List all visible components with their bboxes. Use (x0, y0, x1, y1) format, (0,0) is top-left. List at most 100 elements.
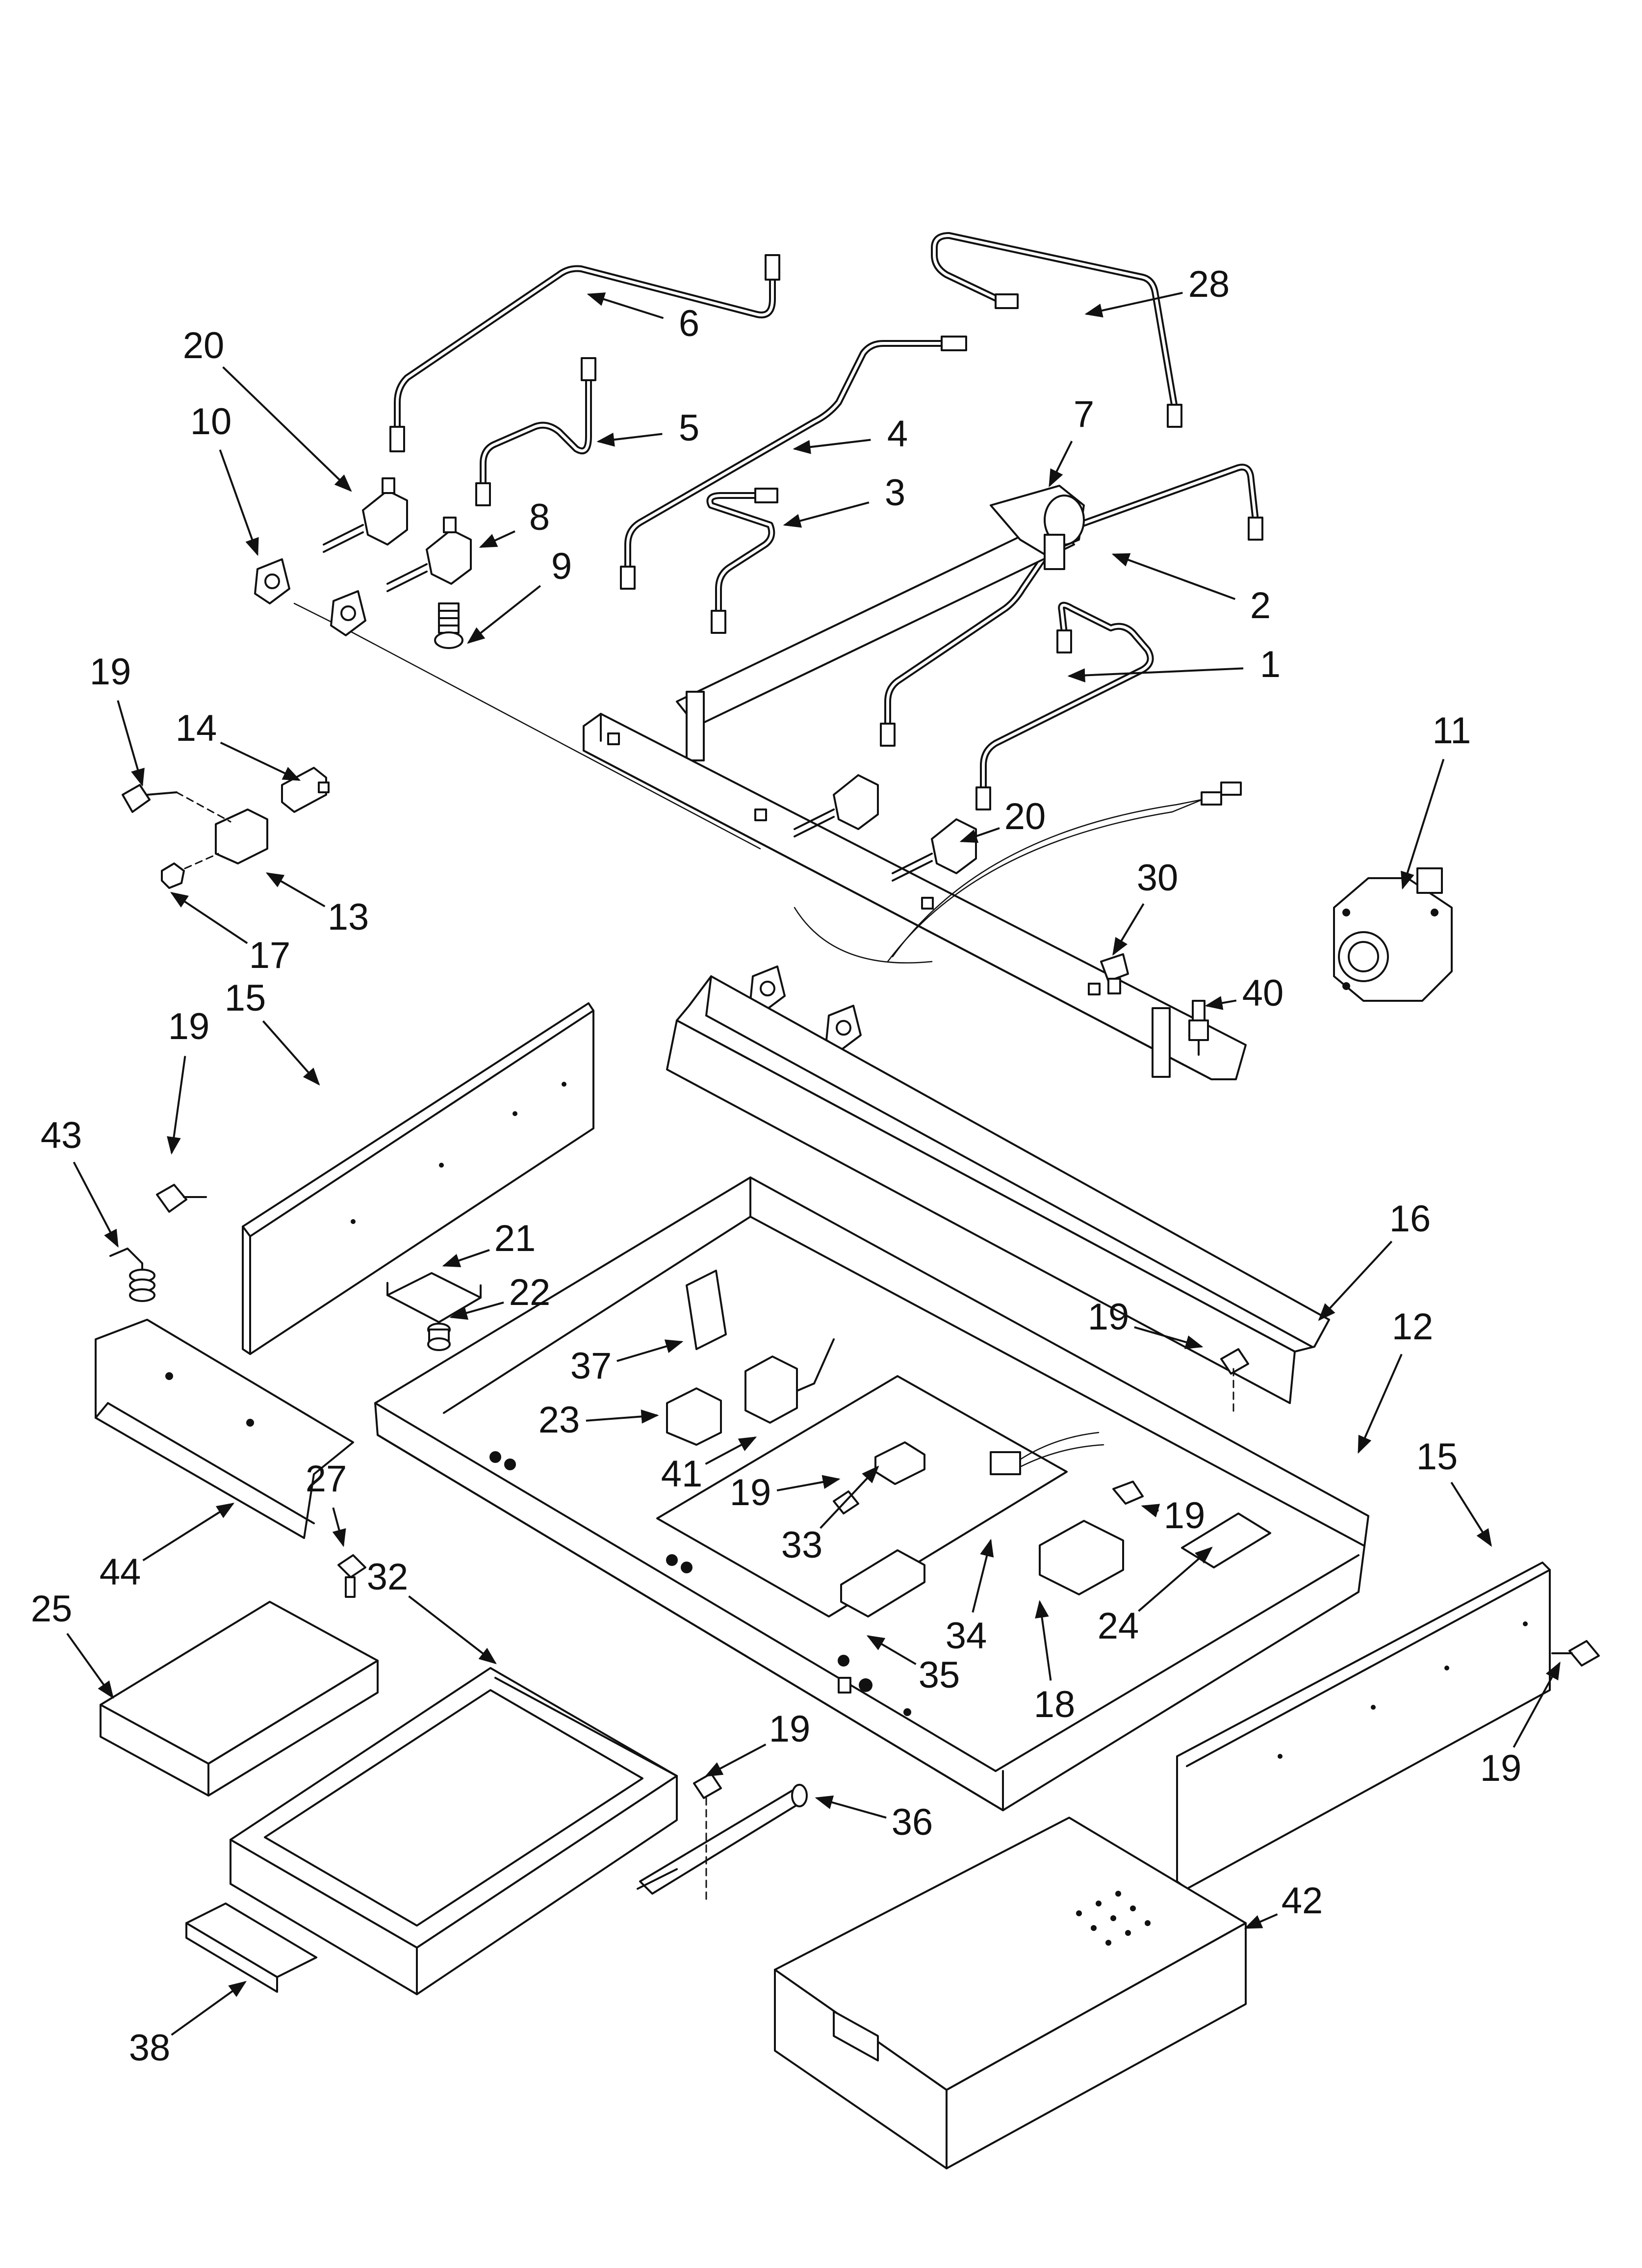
leader-arrow-38 (171, 1981, 247, 2036)
callout-label-35: 35 (919, 1654, 960, 1696)
callout-label-22: 22 (509, 1272, 551, 1313)
leader-arrow-8 (479, 530, 515, 548)
leader-arrow-24 (1138, 1546, 1213, 1612)
callout-label-12: 12 (1392, 1306, 1434, 1348)
callout-label-19: 19 (769, 1708, 811, 1750)
leader-arrow-15 (262, 1020, 320, 1086)
leader-arrow-23 (586, 1409, 659, 1424)
callout-label-10: 10 (190, 401, 232, 443)
screw-part-19-panel (156, 1184, 207, 1213)
callout-label-6: 6 (679, 303, 699, 344)
valve-rail (583, 713, 1247, 1080)
leader-arrow-2 (1111, 553, 1236, 600)
screw-part-19-right (1551, 1640, 1600, 1667)
leader-arrow-6 (587, 292, 664, 319)
leader-arrow-4 (793, 439, 871, 454)
leader-arrow-20 (222, 366, 352, 492)
callout-label-14: 14 (176, 707, 217, 749)
leader-arrow-40 (1205, 996, 1237, 1010)
bracket-part-13 (173, 791, 268, 874)
leader-arrow-20 (959, 827, 1000, 843)
callout-label-8: 8 (529, 496, 550, 538)
thermocouple-wire (293, 602, 761, 850)
callout-label-15: 15 (1416, 1436, 1458, 1478)
callout-label-19: 19 (1088, 1296, 1129, 1338)
callout-label-38: 38 (129, 2027, 171, 2069)
tube-part-3 (706, 488, 778, 634)
callout-label-17: 17 (249, 935, 291, 976)
screw-part-19-left (122, 784, 178, 813)
wire-harness (794, 782, 1242, 964)
callout-label-5: 5 (679, 407, 699, 449)
leader-arrow-22 (449, 1301, 504, 1320)
callout-label-4: 4 (887, 413, 908, 455)
callout-label-25: 25 (31, 1588, 73, 1630)
igniter-switch-part-10 (254, 558, 862, 1051)
spark-electrode-part-40 (1188, 1000, 1209, 1056)
callout-label-33: 33 (781, 1524, 823, 1566)
tube-part-2 (880, 464, 1263, 747)
tube-part-5 (475, 357, 596, 506)
callout-label-37: 37 (570, 1345, 612, 1387)
handle-part-38 (185, 1903, 317, 1993)
callout-label-24: 24 (1098, 1605, 1139, 1647)
bracket-part-18 (1039, 1520, 1124, 1595)
burner-valve-part-20 (323, 477, 977, 882)
bracket-part-37 (686, 1270, 727, 1350)
tube-part-28 (931, 232, 1182, 428)
leader-arrow-5 (596, 432, 663, 447)
base-tray-part-12 (374, 1176, 1369, 1811)
orifice-part-9 (434, 602, 463, 649)
leader-arrow-17 (170, 892, 248, 944)
callout-label-19: 19 (730, 1472, 771, 1513)
leader-arrow-15 (1450, 1482, 1492, 1547)
leader-arrow-19 (1513, 1661, 1561, 1748)
leader-arrow-7 (1049, 441, 1073, 488)
bracket-part-21 (386, 1272, 482, 1323)
leader-arrow-19 (1141, 1504, 1160, 1517)
leader-arrow-36 (815, 1795, 887, 1819)
callout-label-34: 34 (946, 1615, 987, 1657)
switch-part-14 (281, 767, 330, 813)
leader-arrow-42 (1244, 1913, 1278, 1929)
callout-label-3: 3 (885, 472, 905, 514)
callout-label-20: 20 (1004, 796, 1046, 837)
callout-label-19: 19 (1480, 1747, 1522, 1789)
leader-arrow-34 (972, 1538, 994, 1613)
callout-label-11: 11 (1433, 710, 1471, 752)
leader-arrow-14 (220, 741, 301, 781)
callout-label-32: 32 (367, 1556, 409, 1598)
leader-arrow-27 (332, 1507, 346, 1547)
drawer-part-42 (774, 1817, 1247, 2169)
screw-part-27 (337, 1554, 366, 1598)
leader-arrow-35 (866, 1635, 917, 1665)
leader-arrow-11 (1401, 758, 1445, 890)
callout-label-28: 28 (1188, 263, 1230, 305)
connector-part-34 (990, 1432, 1104, 1475)
callout-label-13: 13 (328, 896, 369, 938)
leader-arrow-28 (1084, 291, 1183, 318)
callout-labels: 1234567891011121314151516171819191919191… (31, 263, 1522, 2069)
callout-label-42: 42 (1282, 1880, 1323, 1922)
leader-arrow-19 (776, 1475, 841, 1492)
leader-arrow-13 (265, 872, 326, 908)
tube-part-4 (620, 336, 967, 590)
igniter-module-part-41 (744, 1338, 835, 1424)
leader-arrow-43 (73, 1161, 119, 1248)
leader-arrow-37 (616, 1339, 684, 1362)
callout-label-19: 19 (168, 1006, 210, 1047)
leader-arrow-10 (219, 449, 259, 556)
leader-arrow-19 (117, 700, 145, 787)
leader-arrow-18 (1035, 1600, 1052, 1681)
screen-part-25 (100, 1601, 379, 1797)
grommet-part-22 (427, 1323, 451, 1351)
leader-arrow-9 (467, 585, 541, 644)
callout-label-23: 23 (539, 1399, 580, 1441)
callout-label-15: 15 (225, 977, 266, 1019)
clip-part-43 (109, 1248, 155, 1302)
leader-arrow-44 (142, 1503, 235, 1562)
leader-arrow-41 (705, 1436, 757, 1465)
nut-part-17 (161, 862, 185, 889)
leader-arrow-3 (783, 501, 870, 528)
